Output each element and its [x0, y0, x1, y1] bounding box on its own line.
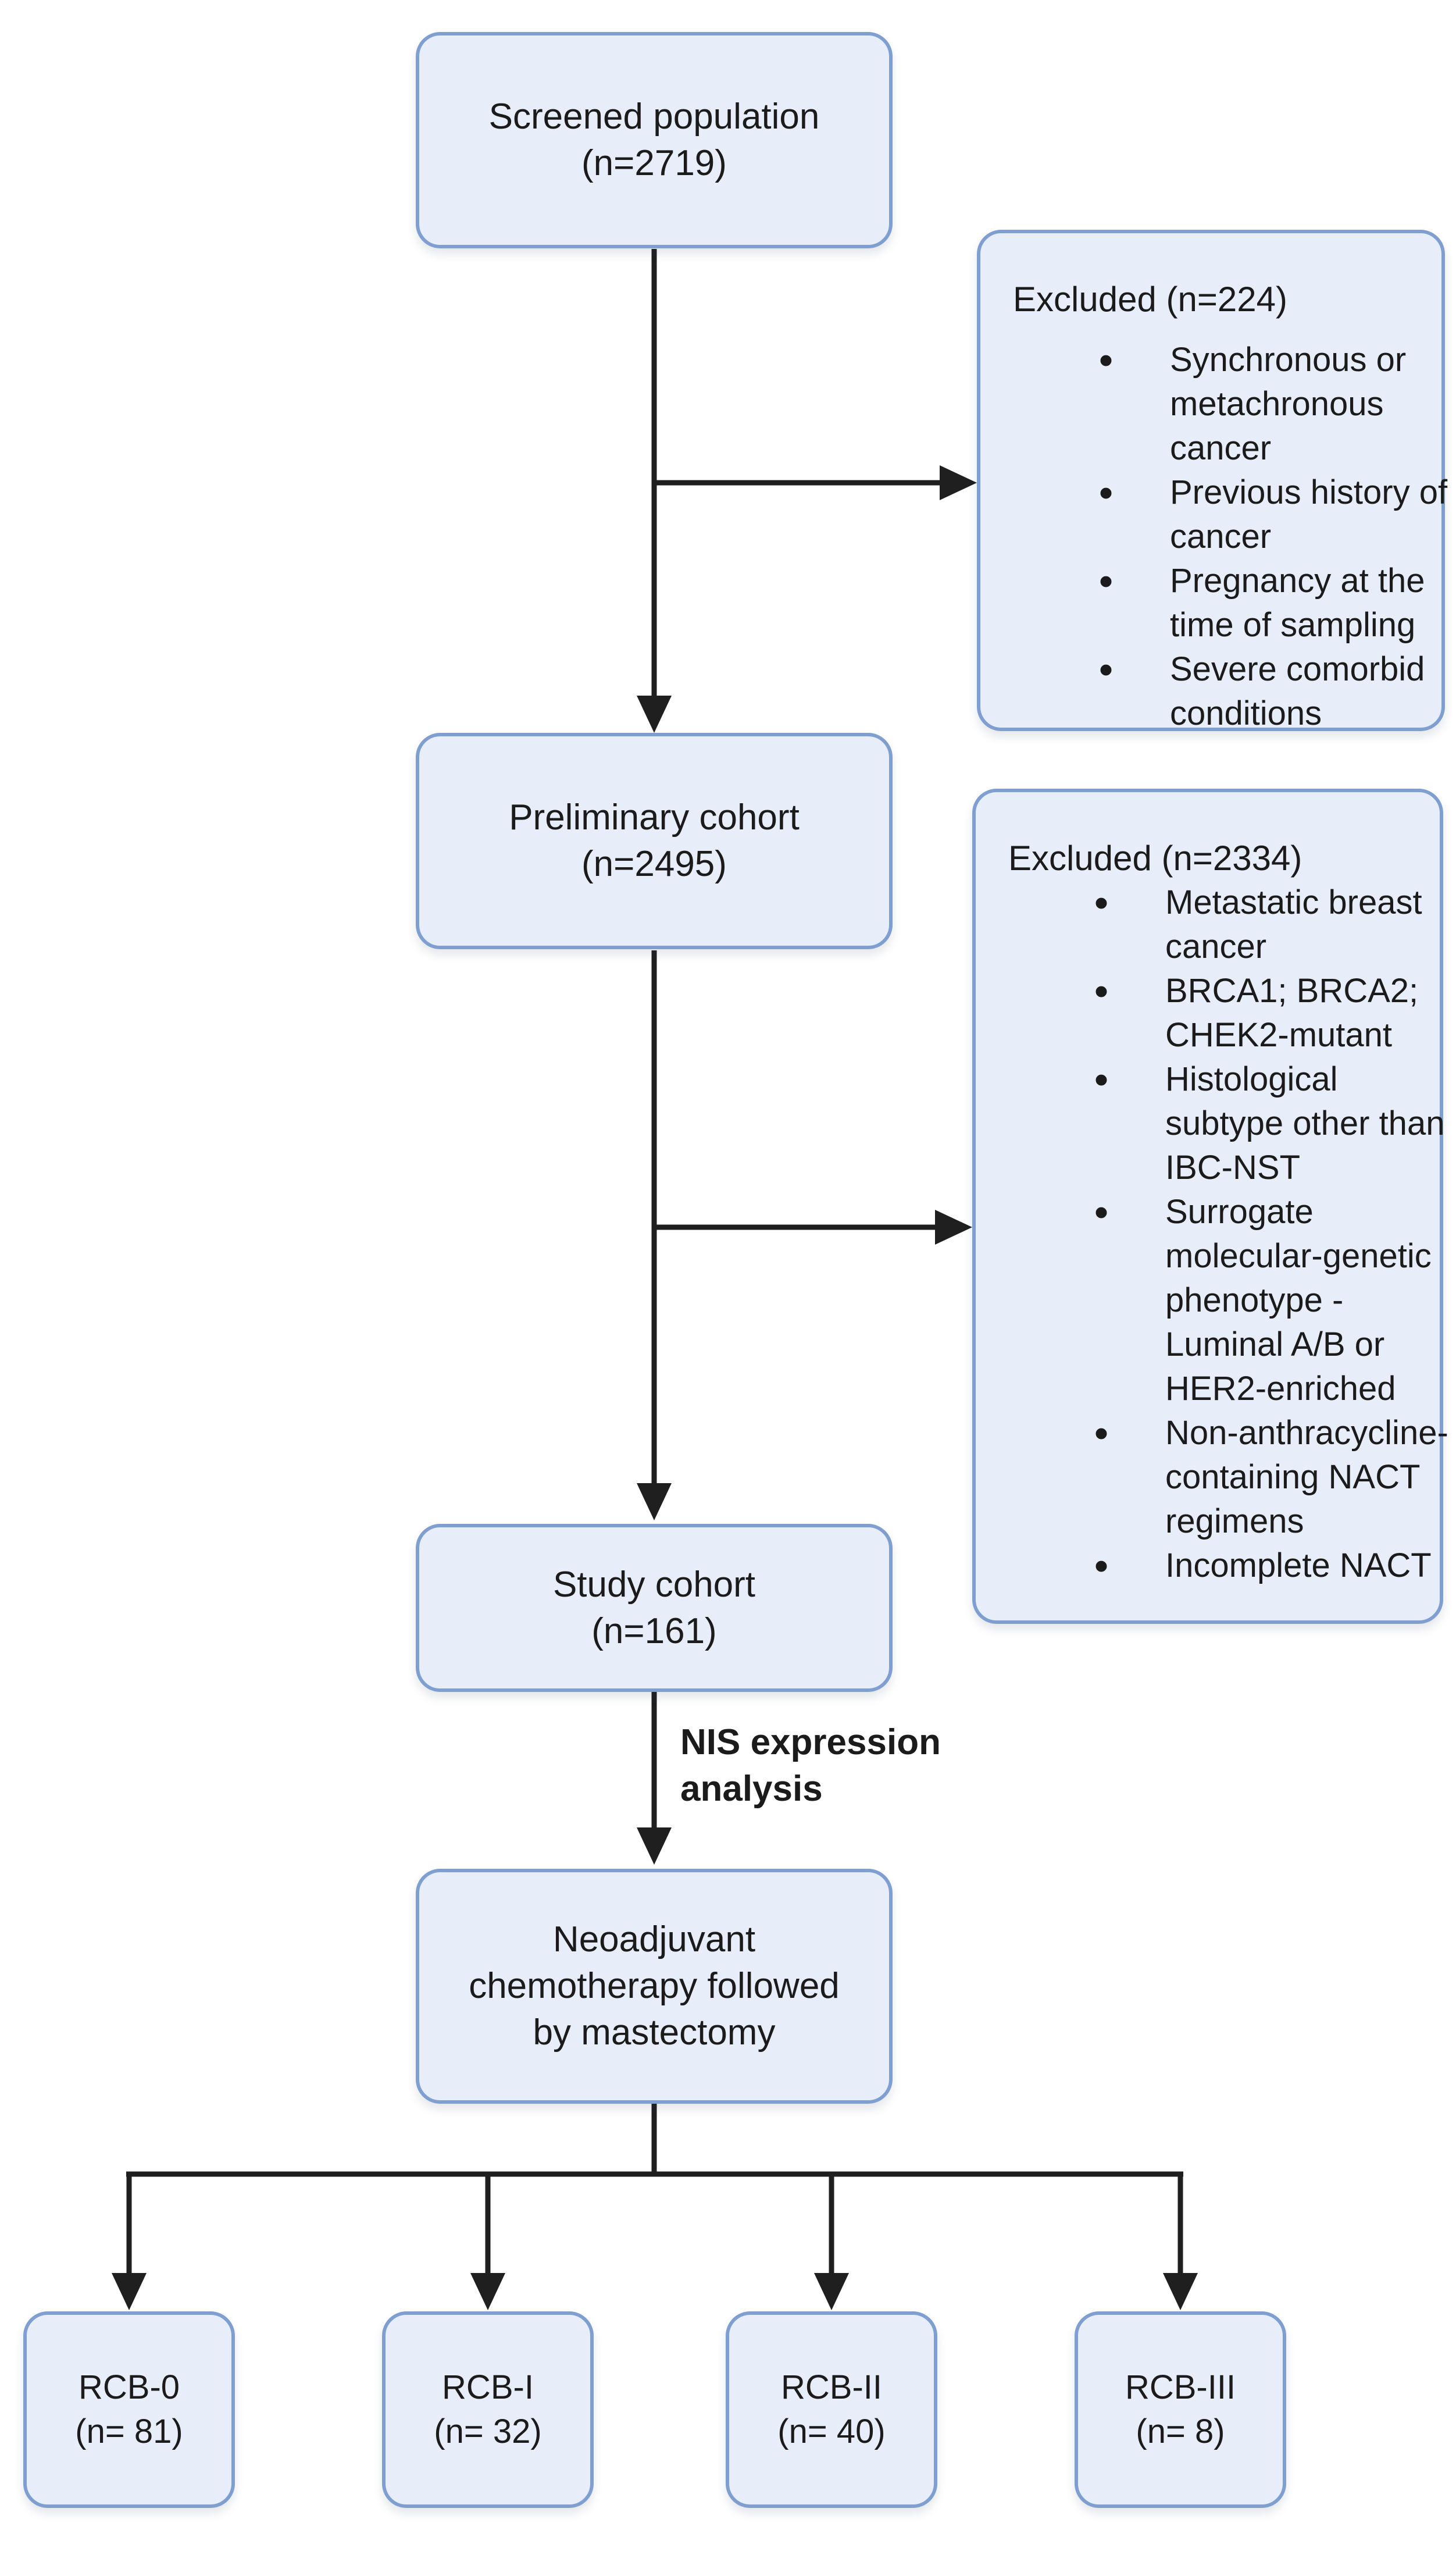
- list-item-text: Synchronous or metachronous cancer: [1170, 341, 1407, 467]
- bullet-icon: •: [1098, 647, 1114, 692]
- node-count: (n=2719): [581, 143, 727, 183]
- node-label: Preliminary cohort: [509, 797, 800, 838]
- bullet-icon: •: [1098, 337, 1114, 383]
- bullet-icon: •: [1094, 1189, 1109, 1235]
- node-neoadjuvant-chemotherapy: Neoadjuvant chemotherapy followed by mas…: [416, 1869, 893, 2104]
- node-excluded-1: Excluded (n=224) • Synchronous or metach…: [977, 230, 1447, 732]
- list-item-text: BRCA1; BRCA2; CHEK2-mutant: [1165, 972, 1419, 1054]
- list-item-text: Incomplete NACT: [1165, 1547, 1432, 1584]
- excluded-list: • Metastatic breast cancer • BRCA1; BRCA…: [1084, 881, 1448, 1588]
- list-item: • Pregnancy at the time of sampling: [1089, 559, 1431, 647]
- list-item-text: Metastatic breast cancer: [1165, 883, 1422, 965]
- list-item-text: Pregnancy at the time of sampling: [1170, 562, 1425, 644]
- node-count: (n= 32): [434, 2413, 542, 2450]
- list-item-text: Surrogate molecular-genetic phenotype - …: [1165, 1193, 1432, 1408]
- node-rcb-iii: RCB-III (n= 8): [1075, 2311, 1286, 2508]
- node-label: RCB-I: [442, 2368, 534, 2406]
- node-label: RCB-III: [1125, 2368, 1236, 2406]
- node-label: RCB-0: [78, 2368, 180, 2406]
- list-item: • Incomplete NACT: [1084, 1543, 1432, 1588]
- bullet-icon: •: [1094, 968, 1109, 1014]
- node-rcb-ii: RCB-II (n= 40): [726, 2311, 937, 2508]
- bullet-icon: •: [1098, 470, 1114, 515]
- node-excluded-2: Excluded (n=2334) • Metastatic breast ca…: [972, 789, 1448, 1624]
- list-item: • Previous history of cancer: [1089, 470, 1447, 559]
- node-label: Screened population: [488, 97, 820, 137]
- list-item: • Synchronous or metachronous cancer: [1089, 338, 1431, 471]
- arrow-label-nis-expression-analysis: NIS expression analysis: [680, 1722, 941, 1809]
- node-study-cohort: Study cohort (n=161): [416, 1524, 893, 1692]
- list-item: • Severe comorbid conditions: [1089, 647, 1431, 736]
- node-rcb-0: RCB-0 (n= 81): [23, 2311, 235, 2508]
- list-item: • Surrogate molecular-genetic phenotype …: [1084, 1189, 1432, 1411]
- list-item-text: Severe comorbid conditions: [1170, 650, 1425, 732]
- node-count: (n= 40): [777, 2413, 886, 2450]
- node-rcb-i: RCB-I (n= 32): [382, 2311, 594, 2508]
- excluded-list: • Synchronous or metachronous cancer • P…: [1089, 338, 1447, 736]
- list-item: • Non-anthracycline- containing NACT reg…: [1084, 1410, 1448, 1544]
- node-label: RCB-II: [781, 2368, 882, 2406]
- bullet-icon: •: [1098, 558, 1114, 604]
- node-preliminary-cohort: Preliminary cohort (n=2495): [416, 733, 893, 949]
- node-count: (n=161): [591, 1611, 717, 1651]
- bullet-icon: •: [1094, 1410, 1109, 1456]
- node-count: (n=2495): [581, 844, 727, 884]
- list-item-text: Previous history of cancer: [1170, 473, 1448, 555]
- list-item: • Metastatic breast cancer: [1084, 881, 1429, 969]
- node-label: Study cohort: [552, 1564, 756, 1605]
- list-item: • BRCA1; BRCA2; CHEK2-mutant: [1084, 969, 1429, 1057]
- excluded-title: Excluded (n=224): [1013, 280, 1287, 319]
- node-screened-population: Screened population (n=2719): [416, 32, 893, 248]
- node-label: Neoadjuvant chemotherapy followed by mas…: [469, 1919, 840, 2053]
- bullet-icon: •: [1094, 1543, 1109, 1588]
- bullet-icon: •: [1094, 880, 1109, 925]
- node-count: (n= 81): [75, 2413, 183, 2450]
- excluded-title: Excluded (n=2334): [1008, 839, 1302, 878]
- bullet-icon: •: [1094, 1057, 1109, 1102]
- list-item: • Histological subtype other than IBC-NS…: [1084, 1057, 1445, 1190]
- list-item-text: Non-anthracycline- containing NACT regim…: [1165, 1414, 1448, 1540]
- list-item-text: Histological subtype other than IBC-NST: [1165, 1060, 1445, 1187]
- node-count: (n= 8): [1136, 2413, 1225, 2450]
